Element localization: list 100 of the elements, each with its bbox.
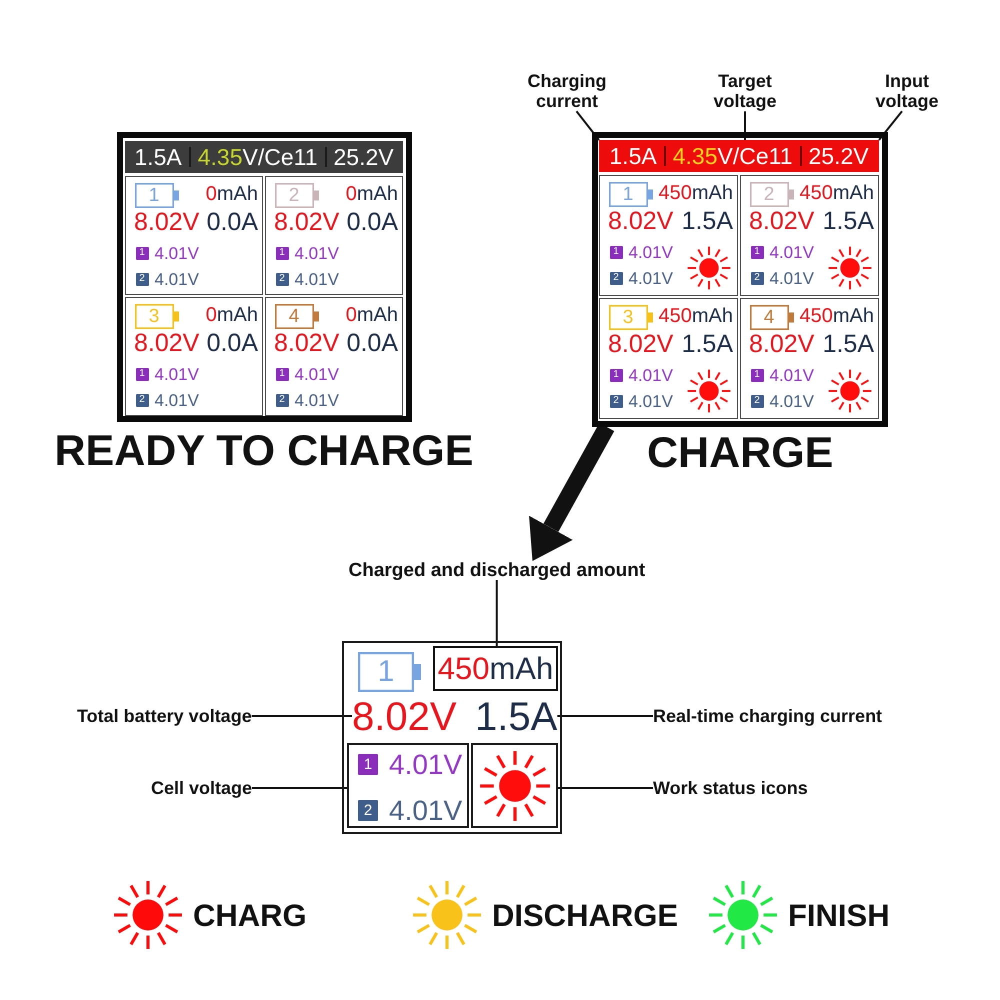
current-reading: 1.5A	[822, 332, 874, 357]
cell-voltage-frame	[347, 743, 469, 828]
cell-voltage-reading: 4.01V	[628, 244, 673, 260]
cell-number-tag: 2	[610, 272, 622, 284]
channel-panel	[265, 297, 403, 416]
cell-number-tag: 1	[750, 368, 764, 382]
current-reading: 1.5A	[134, 146, 182, 168]
capacity-readout: 450mAh	[433, 646, 558, 691]
channel-panel	[265, 176, 403, 295]
current-reading: 0.0A	[346, 210, 398, 235]
cell-number-tag: 1	[136, 246, 148, 260]
channel-panel	[125, 297, 263, 416]
leader-line	[557, 715, 653, 717]
voltage-reading: 8.02V	[749, 209, 814, 234]
lcd-screen	[592, 132, 888, 427]
input-voltage-reading: 25.2V	[334, 146, 394, 168]
leader-line	[496, 580, 498, 646]
screen-caption: CHARGE	[647, 432, 834, 475]
current-reading: 0.0A	[206, 331, 258, 356]
legend-label: FINISH	[788, 900, 890, 930]
voltage-reading: 8.02V	[274, 210, 340, 235]
current-reading: 1.5A	[822, 209, 874, 234]
callout-label: Charged and discharged amount	[348, 561, 646, 580]
leader-line	[252, 787, 347, 789]
voltage-reading: 8.02V	[608, 209, 674, 234]
cell-number-tag: 1	[276, 246, 288, 260]
cell-number-tag: 2	[136, 272, 148, 286]
lcd-screen	[342, 641, 562, 834]
legend-label: DISCHARGE	[492, 900, 678, 930]
channel-panel	[125, 176, 263, 295]
screen-caption: READY TO CHARGE	[54, 430, 474, 473]
cell-number-tag: 2	[358, 800, 378, 821]
cell-number-tag: 2	[750, 272, 764, 284]
leader-line	[878, 110, 903, 141]
cell-voltage-reading: 4.01V	[389, 796, 462, 824]
legend-label: CHARG	[193, 900, 307, 930]
callout-label: Real-time charging current	[653, 707, 882, 725]
capacity-reading: 450mAh	[800, 183, 874, 203]
target-voltage-reading: 4.35V/Ce11	[198, 146, 318, 168]
capacity-reading: 450mAh	[800, 306, 874, 326]
status-bar	[125, 141, 403, 173]
cell-voltage-reading: 4.01V	[628, 270, 673, 286]
callout-label: Work status icons	[653, 779, 808, 797]
cell-number-tag: 1	[358, 754, 378, 775]
leader-line	[576, 110, 600, 141]
capacity-reading: 0mAh	[346, 184, 398, 204]
cell-number-tag: 2	[276, 394, 288, 406]
cell-number-tag: 1	[610, 246, 622, 258]
cell-number-tag: 2	[136, 394, 148, 406]
channel-panel	[740, 175, 879, 296]
lcd-screen	[117, 132, 412, 422]
capacity-reading: 0mAh	[206, 184, 258, 204]
voltage-reading: 8.02V	[352, 697, 457, 737]
cell-voltage-reading: 4.01V	[628, 366, 673, 384]
current-reading: 0.0A	[206, 210, 258, 235]
leader-line	[252, 715, 352, 717]
channel-panel	[599, 298, 738, 419]
leader-line	[558, 787, 653, 789]
cell-voltage-reading: 4.01V	[628, 392, 673, 410]
current-reading: 0.0A	[346, 331, 398, 356]
input-voltage-reading: 25.2V	[808, 144, 869, 168]
current-reading: 1.5A	[682, 209, 733, 234]
cell-voltage-reading: 4.01V	[770, 366, 814, 384]
leader-line	[744, 111, 746, 140]
cell-voltage-reading: 4.01V	[389, 750, 462, 778]
capacity-reading: 0mAh	[346, 305, 398, 325]
cell-number-tag: 2	[276, 272, 288, 286]
voltage-reading: 8.02V	[134, 210, 200, 235]
cell-voltage-reading: 4.01V	[154, 270, 199, 288]
cell-voltage-reading: 4.01V	[294, 366, 339, 382]
cell-voltage-reading: 4.01V	[770, 270, 814, 286]
status-bar	[599, 140, 879, 172]
capacity-reading: 0mAh	[206, 305, 258, 325]
capacity-reading: 450mAh	[658, 183, 733, 203]
cell-voltage-reading: 4.01V	[294, 392, 339, 408]
status-frame	[471, 743, 558, 828]
cell-voltage-reading: 4.01V	[294, 244, 339, 262]
cell-number-tag: 1	[276, 368, 288, 380]
cell-voltage-reading: 4.01V	[154, 244, 199, 262]
cell-number-tag: 2	[750, 394, 764, 408]
voltage-reading: 8.02V	[749, 332, 814, 357]
voltage-reading: 8.02V	[274, 331, 340, 356]
current-reading: 1.5A	[475, 697, 558, 737]
cell-voltage-reading: 4.01V	[770, 244, 814, 260]
channel-panel	[599, 175, 738, 296]
cell-number-tag: 2	[610, 394, 622, 408]
callout-label: Target voltage	[714, 71, 777, 112]
current-reading: 1.5A	[609, 144, 657, 168]
current-reading: 1.5A	[682, 332, 733, 357]
callout-label: Input voltage	[876, 71, 939, 112]
cell-voltage-reading: 4.01V	[770, 392, 814, 410]
cell-voltage-reading: 4.01V	[154, 366, 199, 382]
cell-number-tag: 1	[610, 368, 622, 382]
capacity-reading: 450mAh	[658, 306, 733, 326]
callout-label: Total battery voltage	[77, 707, 252, 725]
cell-voltage-reading: 4.01V	[294, 270, 339, 288]
channel-panel	[740, 298, 879, 419]
voltage-reading: 8.02V	[134, 331, 200, 356]
voltage-reading: 8.02V	[608, 332, 674, 357]
callout-label: Charging current	[528, 71, 606, 112]
